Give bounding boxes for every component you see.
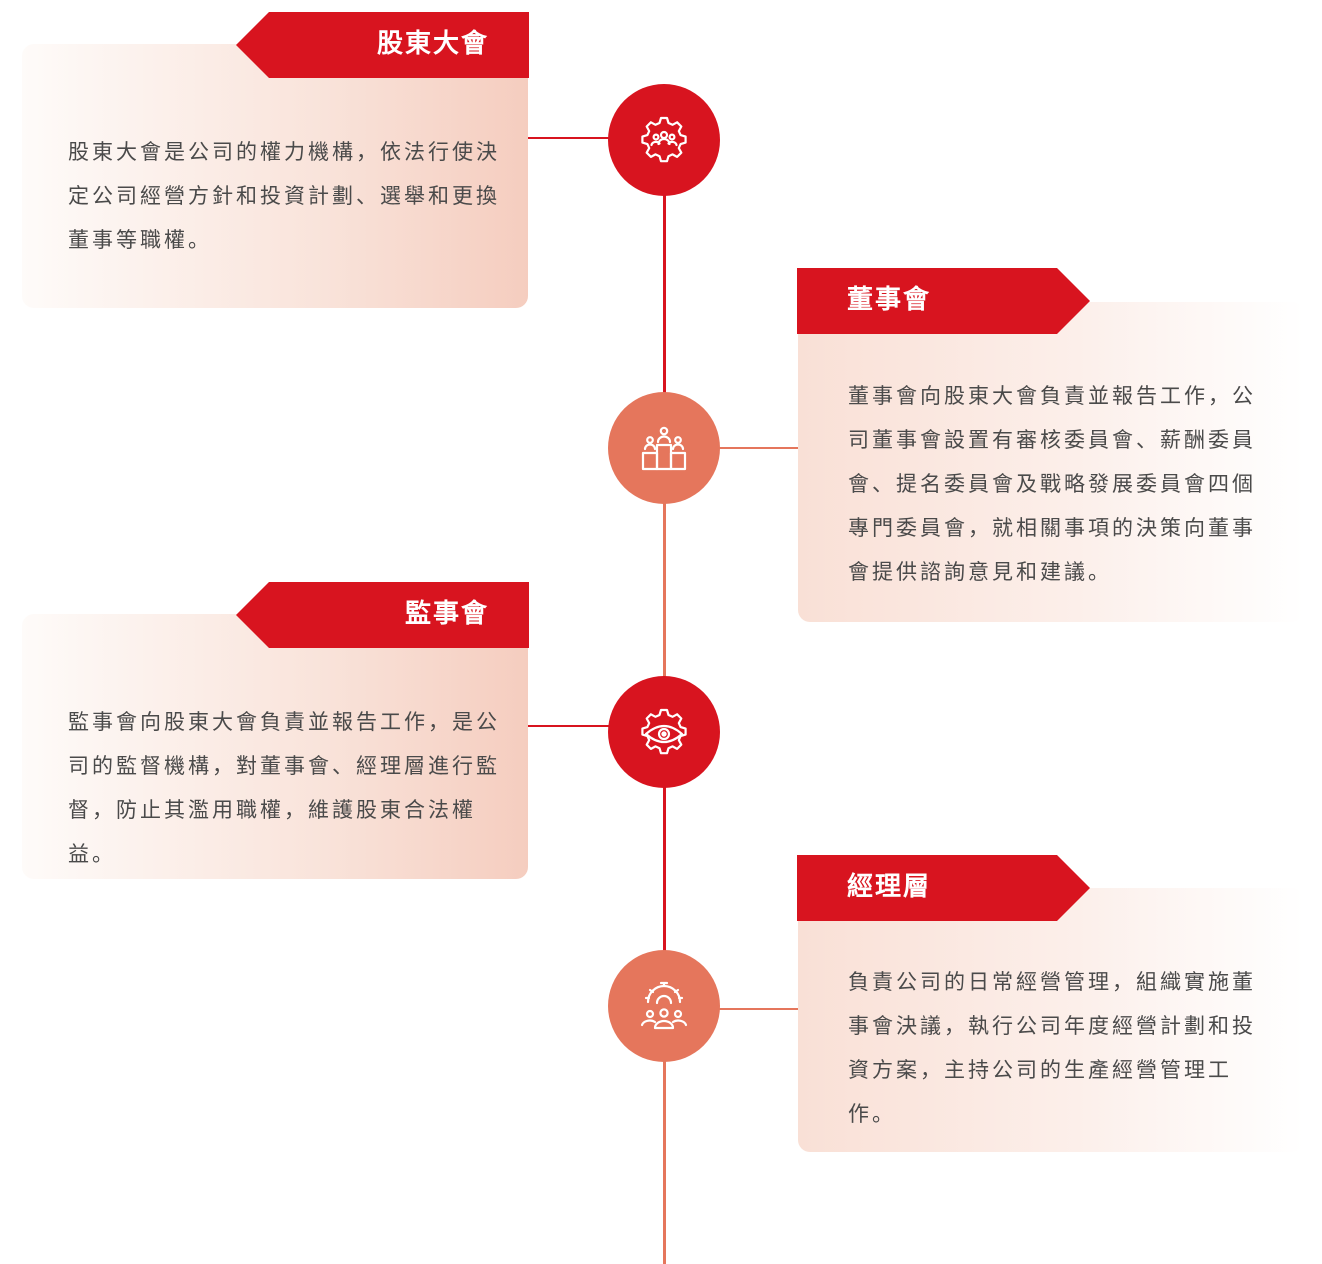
shareholders-meeting-title: 股東大會: [376, 29, 489, 59]
connector-1: [528, 137, 638, 139]
group-gear-icon: [641, 116, 687, 163]
shareholders-meeting-tag: 股東大會: [236, 12, 529, 78]
connector-2: [690, 447, 800, 449]
connector-4: [690, 1008, 800, 1010]
board-of-directors-tag: 董事會: [797, 268, 1090, 334]
supervisory-board-description: 監事會向股東大會負責並報告工作，是公司的監督機構，對董事會、經理層進行監督，防止…: [68, 710, 500, 866]
management-description: 負責公司的日常經營管理，組織實施董事會決議，執行公司年度經營計劃和投資方案，主持…: [848, 970, 1256, 1126]
shareholders-meeting-description: 股東大會是公司的權力機構，依法行使決定公司經營方針和投資計劃、選舉和更換董事等職…: [68, 140, 500, 252]
shareholders-meeting-node: [608, 84, 720, 196]
eye-gear-icon: [641, 708, 687, 755]
board-of-directors-node: [608, 392, 720, 504]
team-gear-icon: [640, 981, 688, 1030]
board-of-directors-title: 董事會: [847, 285, 932, 315]
board-of-directors-description: 董事會向股東大會負責並報告工作，公司董事會設置有審核委員會、薪酬委員會、提名委員…: [848, 384, 1256, 584]
timeline-line-1: [663, 138, 666, 448]
board-of-directors-card: 董事會向股東大會負責並報告工作，公司董事會設置有審核委員會、薪酬委員會、提名委員…: [798, 302, 1304, 622]
supervisory-board-card: 監事會向股東大會負責並報告工作，是公司的監督機構，對董事會、經理層進行監督，防止…: [22, 614, 528, 879]
supervisory-board-tag: 監事會: [236, 582, 529, 648]
timeline-line-4: [663, 1008, 666, 1264]
timeline-line-3: [663, 730, 666, 1008]
connector-3: [528, 725, 638, 727]
management-tag: 經理層: [797, 855, 1090, 921]
management-card: 負責公司的日常經營管理，組織實施董事會決議，執行公司年度經營計劃和投資方案，主持…: [798, 888, 1304, 1152]
podium-people-icon: [641, 426, 687, 471]
supervisory-board-title: 監事會: [404, 599, 489, 629]
shareholders-meeting-card: 股東大會是公司的權力機構，依法行使決定公司經營方針和投資計劃、選舉和更換董事等職…: [22, 44, 528, 308]
management-node: [608, 950, 720, 1062]
management-title: 經理層: [847, 872, 932, 902]
timeline-line-2: [663, 448, 666, 730]
supervisory-board-node: [608, 676, 720, 788]
